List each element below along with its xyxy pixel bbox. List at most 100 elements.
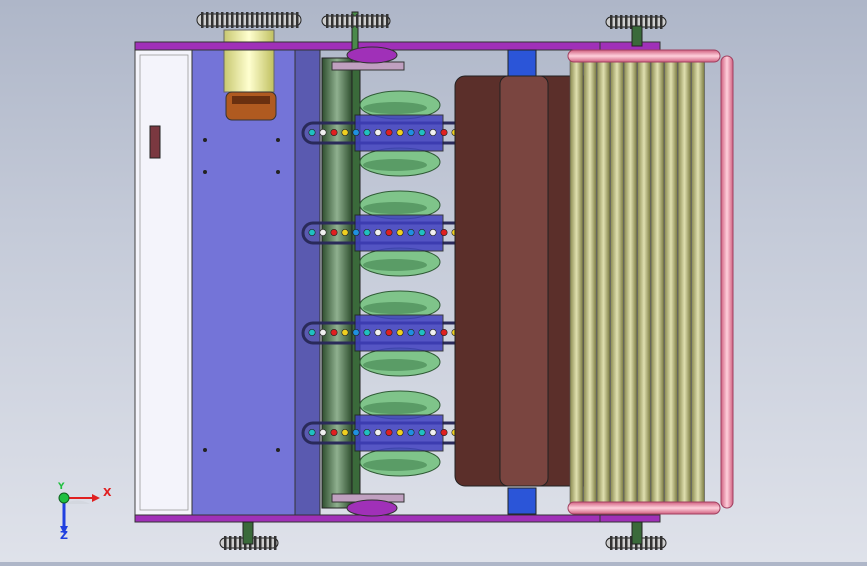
chain-link xyxy=(440,229,448,237)
top-gear-shaft-tooth xyxy=(376,14,379,28)
top-gear-motor-tooth xyxy=(231,12,234,28)
chain-link xyxy=(341,428,349,436)
chain-link xyxy=(308,129,316,137)
z-axis-label: Z xyxy=(60,529,68,542)
top-gear-shaft-tooth xyxy=(371,14,374,28)
top-gear-roller-tooth xyxy=(615,15,618,29)
press-rollers[interactable] xyxy=(569,54,705,508)
side-panel-handle xyxy=(149,125,161,159)
top-gear-roller-tooth xyxy=(610,15,613,29)
chain-link xyxy=(341,229,349,237)
bottom-gear-left-tooth xyxy=(254,536,257,550)
seed-discs xyxy=(359,90,441,477)
top-gear-shaft-tooth xyxy=(361,14,364,28)
chain-link xyxy=(407,129,415,137)
chain-link xyxy=(418,129,426,137)
top-gear-shaft-tooth xyxy=(351,14,354,28)
roller xyxy=(677,54,692,508)
bottom-gear-left-tooth xyxy=(264,536,267,550)
top-gear-shaft-tooth xyxy=(341,14,344,28)
seed-disc-shade xyxy=(363,402,427,414)
bottom-gear-roller-tooth xyxy=(615,536,618,550)
motor[interactable] xyxy=(223,29,277,121)
chain-link xyxy=(319,229,327,237)
chain-link xyxy=(352,428,360,436)
chain-link xyxy=(407,229,415,237)
top-gear-roller-tooth xyxy=(660,15,663,29)
chain-link xyxy=(396,328,404,336)
chain-link xyxy=(374,129,382,137)
bottom-gear-roller-tooth xyxy=(645,536,648,550)
chain-link xyxy=(308,328,316,336)
chain-link xyxy=(330,229,338,237)
chain-link xyxy=(363,229,371,237)
chain-link xyxy=(363,428,371,436)
blue-block-top xyxy=(507,49,537,77)
chain-link xyxy=(396,229,404,237)
top-gear-motor-tooth xyxy=(251,12,254,28)
chain-link xyxy=(352,229,360,237)
chain-link xyxy=(440,129,448,137)
top-gear-motor-tooth xyxy=(286,12,289,28)
bottom-gear-left-tooth xyxy=(224,536,227,550)
top-axle-roller xyxy=(631,25,643,47)
top-gear-shaft-tooth xyxy=(366,14,369,28)
top-gear-motor-tooth xyxy=(246,12,249,28)
chain-link xyxy=(407,328,415,336)
bottom-gear-left-tooth xyxy=(269,536,272,550)
chain-link xyxy=(429,129,437,137)
top-gear-shaft-tooth xyxy=(381,14,384,28)
x-axis-label: X xyxy=(103,486,112,499)
top-gear-roller-tooth xyxy=(655,15,658,29)
chain-link xyxy=(308,229,316,237)
chain-link xyxy=(363,328,371,336)
bottom-gear-roller-tooth xyxy=(655,536,658,550)
seed-hopper[interactable] xyxy=(454,75,594,487)
top-gear-motor-tooth xyxy=(201,12,204,28)
chain-link xyxy=(429,428,437,436)
chain-link xyxy=(418,428,426,436)
shaft-end-plates xyxy=(331,46,405,517)
chain-link xyxy=(396,428,404,436)
chain-link xyxy=(352,129,360,137)
bottom-gear-roller-tooth xyxy=(660,536,663,550)
top-gear-roller-tooth xyxy=(650,15,653,29)
top-gear-roller-tooth xyxy=(635,15,638,29)
top-gear-motor-tooth xyxy=(226,12,229,28)
chain-link xyxy=(374,428,382,436)
chain-link xyxy=(341,129,349,137)
bottom-gear-left-tooth xyxy=(229,536,232,550)
bottom-gear-roller-tooth xyxy=(620,536,623,550)
chain-link xyxy=(440,428,448,436)
y-axis xyxy=(58,492,70,504)
chain-link xyxy=(440,328,448,336)
seed-disc-shade xyxy=(363,359,427,371)
top-gear-shaft-tooth xyxy=(331,14,334,28)
chain-link xyxy=(374,229,382,237)
chain-link xyxy=(330,129,338,137)
top-gear-motor-tooth xyxy=(221,12,224,28)
roller xyxy=(691,54,705,508)
top-gear-motor-tooth xyxy=(276,12,279,28)
bottom-gear-roller-tooth xyxy=(625,536,628,550)
chain-link xyxy=(363,129,371,137)
roller xyxy=(569,54,584,508)
bottom-gear-roller-tooth xyxy=(630,536,633,550)
handle-rail[interactable] xyxy=(567,49,734,515)
seed-disc-shade xyxy=(363,259,427,271)
side-panel[interactable] xyxy=(134,47,194,519)
seed-disc-shade xyxy=(363,102,427,114)
seed-disc-shade xyxy=(363,202,427,214)
top-gear-roller-tooth xyxy=(625,15,628,29)
bottom-gear-left-tooth xyxy=(234,536,237,550)
roller xyxy=(650,54,665,508)
top-gear-motor-tooth xyxy=(271,12,274,28)
blue-block-bottom xyxy=(507,487,537,515)
chain-link xyxy=(418,328,426,336)
roller xyxy=(596,54,611,508)
chain-link xyxy=(429,229,437,237)
bottom-gear-roller-tooth xyxy=(610,536,613,550)
chain-link xyxy=(407,428,415,436)
